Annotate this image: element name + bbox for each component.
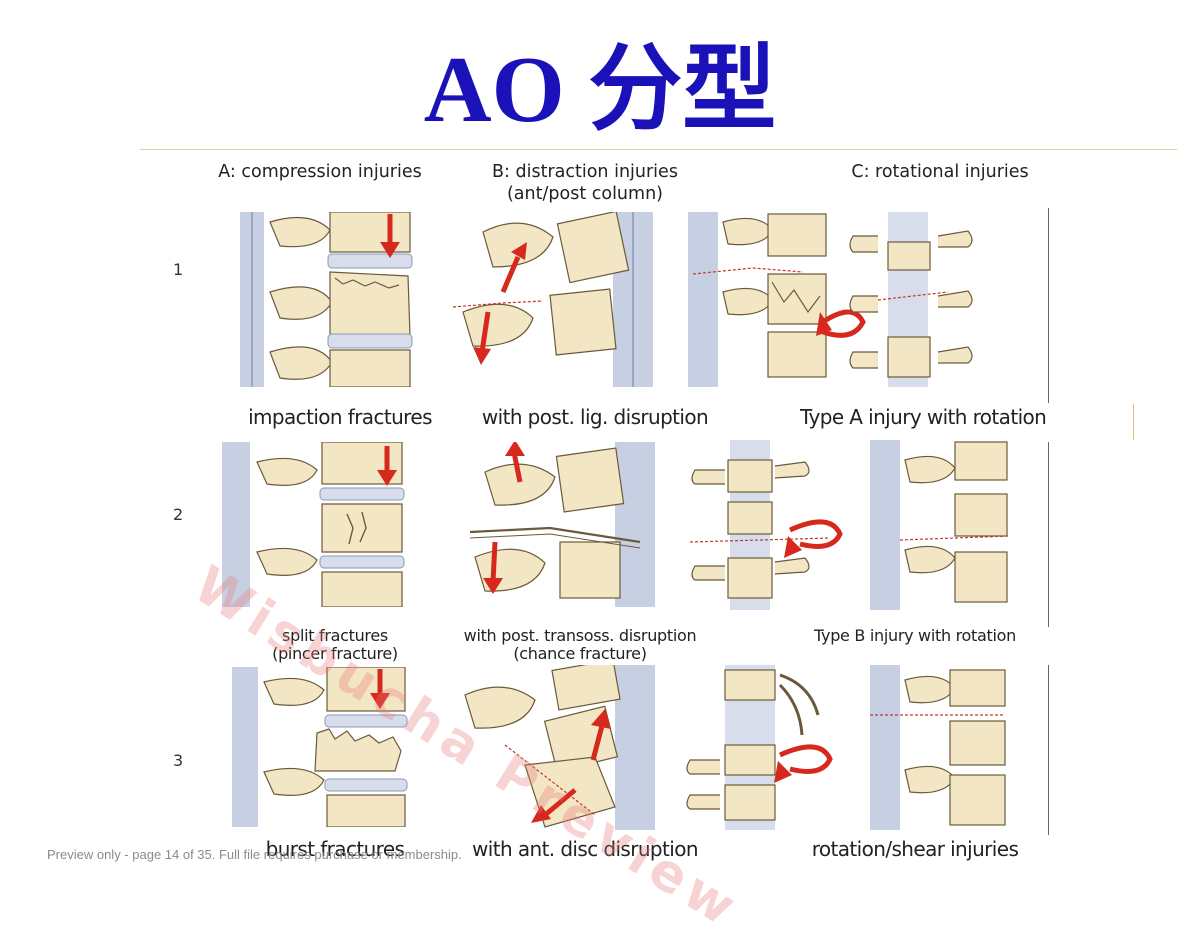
column-header-c: C: rotational injuries (840, 161, 1040, 183)
caption-b2-line1: with post. transoss. disruption (463, 626, 697, 645)
caption-c1-line1: Type A injury with rotation (800, 405, 1047, 429)
caption-b1: with post. lig. disruption (470, 405, 720, 429)
caption-a1: impaction fractures (240, 405, 440, 429)
separator-row-1 (1048, 208, 1049, 403)
slide-edge-mark (1133, 404, 1134, 440)
panel-a2-split-fracture (222, 442, 405, 607)
caption-a3: burst fractures (250, 837, 420, 861)
column-header-a: A: compression injuries (210, 161, 430, 183)
panel-c2-type-b-with-rotation (689, 440, 1010, 610)
panel-c1-type-a-with-rotation (688, 212, 973, 387)
caption-a2-line2: (pincer fracture) (272, 644, 398, 663)
panel-a1-impaction-fracture (240, 212, 413, 387)
caption-a2: split fractures (pincer fracture) (250, 627, 420, 663)
caption-a2-line1: split fractures (282, 626, 388, 645)
column-header-c-text: C: rotational injuries (851, 162, 1029, 182)
preview-footer-note: Preview only - page 14 of 35. Full file … (47, 847, 462, 862)
caption-b3: with ant. disc disruption (460, 837, 710, 861)
caption-a1-line1: impaction fractures (248, 405, 432, 429)
title-underline (140, 149, 1177, 150)
panel-a3-burst-fracture (232, 667, 408, 827)
panel-b1-posterior-ligament-disruption (452, 212, 653, 387)
column-header-b-subtext: (ant/post column) (506, 184, 663, 204)
slide-title: AO 分型 (423, 38, 777, 142)
separator-row-3 (1048, 665, 1049, 835)
separator-row-2 (1048, 442, 1049, 627)
row-number-3: 3 (173, 751, 184, 770)
caption-c3-line1: rotation/shear injuries (811, 837, 1019, 861)
caption-c2: Type B injury with rotation (805, 627, 1025, 645)
caption-b1-line1: with post. lig. disruption (481, 405, 709, 429)
column-header-b-text: B: distraction injuries (492, 162, 678, 182)
caption-c3: rotation/shear injuries (810, 837, 1020, 861)
caption-b2: with post. transoss. disruption (chance … (455, 627, 705, 663)
caption-c2-line1: Type B injury with rotation (814, 626, 1016, 645)
ao-classification-figure: A: compression injuries B: distraction i… (140, 150, 1060, 870)
column-header-b: B: distraction injuries (ant/post column… (470, 161, 700, 205)
panel-c3-rotation-shear-injury (686, 665, 1006, 830)
row-number-1: 1 (173, 260, 184, 279)
panel-b3-anterior-disc-disruption (464, 665, 655, 830)
column-header-a-text: A: compression injuries (218, 162, 422, 182)
caption-c1: Type A injury with rotation (800, 405, 1047, 429)
caption-a3-line1: burst fractures (265, 837, 405, 861)
panel-b2-chance-fracture (469, 442, 655, 607)
row-number-2: 2 (173, 505, 184, 524)
caption-b3-line1: with ant. disc disruption (472, 837, 698, 861)
caption-b2-line2: (chance fracture) (513, 644, 647, 663)
